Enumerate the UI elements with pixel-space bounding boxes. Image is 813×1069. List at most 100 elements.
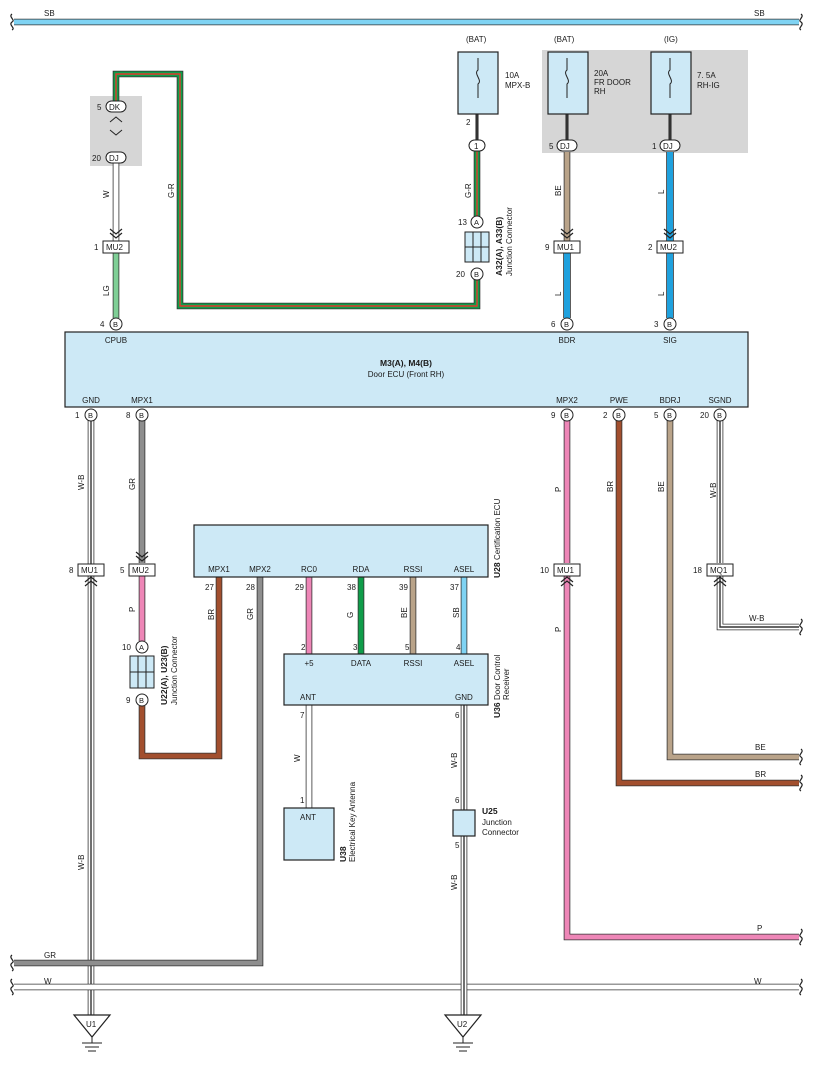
- ground-label: U2: [457, 1020, 468, 1029]
- wire-label: W-B: [450, 753, 459, 768]
- chevron-down-icon: [560, 228, 574, 239]
- p-mpx2-low-wire-core: [564, 576, 799, 940]
- junction-a32-a33: 13 A 20 B A32(A), A33(B) Junction Connec…: [456, 207, 514, 281]
- ground-u2: U2: [443, 1014, 483, 1052]
- pin-circle: [109, 317, 123, 331]
- pin-number: 9: [545, 243, 550, 252]
- pin-circle: [663, 408, 677, 422]
- pin-number: 29: [295, 583, 304, 592]
- junction-title: U22(A), U23(B): [159, 645, 169, 705]
- cert-ecu-code: U28: [492, 562, 502, 578]
- pin-letter: B: [564, 411, 569, 420]
- wire-label: BR: [755, 770, 766, 779]
- connector-mu1: MU1 9: [545, 228, 581, 254]
- pin-number: 9: [551, 411, 556, 420]
- connector-label: MU2: [660, 243, 677, 252]
- connector-box: [553, 563, 581, 577]
- wire-break-icon: [799, 928, 803, 946]
- pin-name: RSSI: [404, 565, 423, 574]
- pin-name: BDR: [559, 336, 576, 345]
- pin-number: 7: [300, 711, 305, 720]
- chevron-up-icon: [84, 576, 98, 587]
- br-27-wire-core: [139, 577, 222, 759]
- chevron-up-icon: [713, 576, 727, 587]
- chevron-down-icon: [663, 228, 677, 239]
- pin-letter: A: [474, 218, 479, 227]
- wire-label: P: [554, 487, 563, 492]
- pin-circle: [560, 317, 574, 331]
- junction-u25-code: U25: [482, 806, 498, 816]
- junction-title: A32(A), A33(B): [494, 217, 504, 276]
- wire-label: BE: [755, 743, 766, 752]
- pin-circle: [612, 408, 626, 422]
- wire-label: P: [128, 607, 137, 612]
- door-ecu-box: [64, 331, 749, 408]
- pin-circle: [713, 408, 727, 422]
- pin-name: SIG: [663, 336, 677, 345]
- pin-letter: B: [717, 411, 722, 420]
- pin-letter: B: [139, 411, 144, 420]
- wire-label: G-R: [167, 183, 176, 198]
- connector-label: MU1: [557, 566, 574, 575]
- fuse-name-2: RH: [594, 87, 606, 96]
- door-ecu-pins: B4CPUBB6BDRB3SIGB1GNDB8MPX1B9MPX2B2PWEB5…: [75, 317, 732, 422]
- fuse-name: FR DOOR: [594, 78, 631, 87]
- pin-name: GND: [455, 693, 473, 702]
- junction-u25: 6 5 U25 Junction Connector: [452, 796, 519, 850]
- antenna-code: U38: [338, 846, 348, 862]
- pin-number: 4: [100, 320, 105, 329]
- pin-letter: B: [667, 411, 672, 420]
- br-pwe-wire-core: [616, 420, 799, 786]
- pin-name: GND: [82, 396, 100, 405]
- pin-name: MPX1: [131, 396, 153, 405]
- wire-label: L: [657, 189, 666, 194]
- connector-oval: [556, 139, 578, 152]
- wire-label: SB: [754, 9, 765, 18]
- connector-box: [77, 563, 105, 577]
- wire-break-icon: [10, 978, 14, 996]
- connector-label: MU1: [81, 566, 98, 575]
- pin-number: 5: [405, 643, 410, 652]
- junction-u25-name: Junction: [482, 818, 512, 827]
- wire-break-icon: [10, 13, 14, 31]
- pin-circle: [560, 408, 574, 422]
- fuse-rating: 20A: [594, 69, 609, 78]
- pin-number: 27: [205, 583, 214, 592]
- wire-label: W: [44, 977, 52, 986]
- pin-name: ASEL: [454, 565, 475, 574]
- fuse-fr-door: (BAT) 20A FR DOOR RH 5 DJ: [547, 35, 631, 152]
- wire-label: SB: [452, 607, 461, 618]
- pin-number: 5: [654, 411, 659, 420]
- fuse-symbol: [668, 58, 672, 98]
- be-bdrj-wire: [666, 420, 799, 761]
- pin-circle: [135, 693, 149, 707]
- connector-label: DK: [109, 103, 121, 112]
- wire-label: G-R: [464, 183, 473, 198]
- pin-circle: [470, 215, 484, 229]
- wire-label: W-B: [450, 875, 459, 890]
- door-ecu: M3(A), M4(B) Door ECU (Front RH) B4CPUBB…: [64, 317, 749, 422]
- pin-number: 3: [353, 643, 358, 652]
- pin-letter: B: [139, 696, 144, 705]
- br-pwe-wire: [615, 420, 799, 787]
- pin-letter: B: [88, 411, 93, 420]
- connector-box: [102, 240, 130, 254]
- pin-number: 5: [455, 841, 460, 850]
- antenna-label: ANT: [300, 813, 316, 822]
- fuse-rh-ig: (IG) 7. 5A RH-IG 1 DJ: [650, 35, 720, 152]
- pin-number: 8: [69, 566, 74, 575]
- connector-label: MU1: [557, 243, 574, 252]
- connector-box: [128, 563, 156, 577]
- antenna-box: [283, 807, 335, 861]
- connector-dk-dj: 5 DK 20 DJ: [92, 100, 127, 164]
- wire-label: GR: [128, 478, 137, 490]
- pin-name: PWE: [610, 396, 628, 405]
- pin-number: 38: [347, 583, 356, 592]
- fuse-source: (BAT): [554, 35, 575, 44]
- pin-number: 5: [97, 103, 102, 112]
- wire-label: BE: [400, 607, 409, 618]
- door-ecu-subtitle: Door ECU (Front RH): [368, 370, 445, 379]
